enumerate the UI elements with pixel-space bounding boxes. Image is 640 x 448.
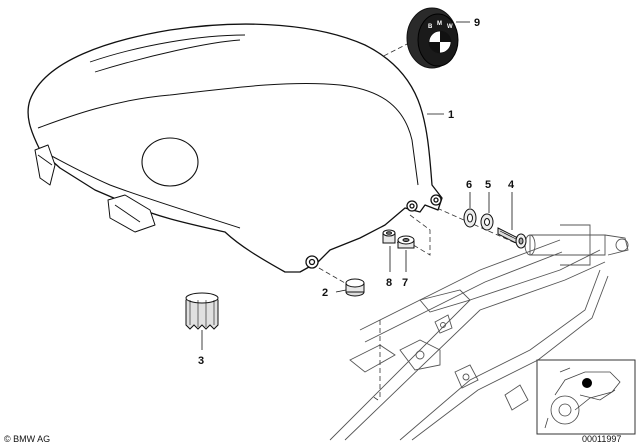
callout-5: 5	[485, 179, 491, 191]
callout-4: 4	[508, 179, 515, 191]
washer-5	[480, 213, 494, 231]
callout-2: 2	[322, 287, 328, 299]
rubber-buffer	[345, 278, 365, 297]
part-numbers: 1 2 3 4 5 6 7 8 9	[198, 17, 515, 367]
emblem-letter-w: W	[447, 24, 453, 30]
callout-3: 3	[198, 355, 204, 367]
tank-cover	[27, 23, 443, 273]
grommet-small	[397, 235, 415, 249]
locator-thumbnail	[536, 359, 636, 435]
diagram-code: 00011997	[582, 434, 621, 444]
leader-lines	[201, 21, 513, 350]
grommet-gear	[185, 292, 219, 330]
emblem-letter-b: B	[428, 24, 433, 30]
callout-6: 6	[466, 179, 472, 191]
callout-9: 9	[474, 17, 480, 29]
washer-6	[463, 208, 477, 228]
callout-1: 1	[448, 109, 454, 121]
callout-7: 7	[402, 277, 408, 289]
callout-8: 8	[386, 277, 392, 289]
bmw-emblem: B M W	[406, 7, 459, 69]
bolt	[497, 227, 527, 249]
emblem-letter-m: M	[437, 21, 442, 27]
sleeve	[382, 229, 396, 244]
copyright-text: © BMW AG	[4, 434, 50, 444]
